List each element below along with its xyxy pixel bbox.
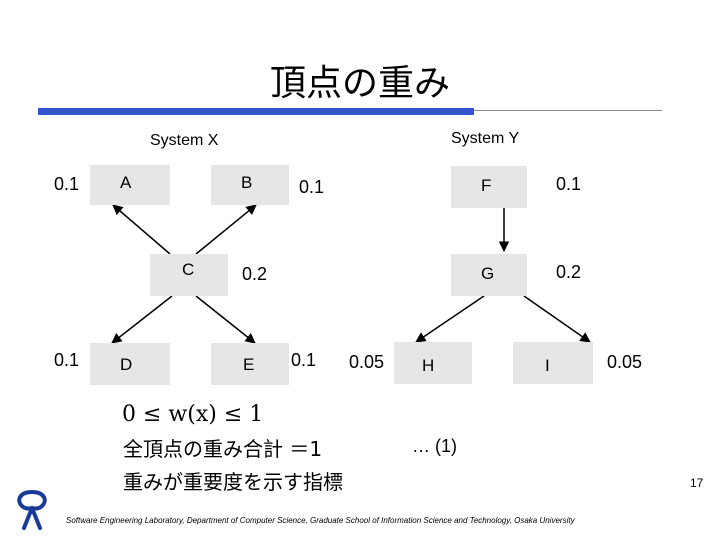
- page-title: 頂点の重み: [269, 63, 450, 104]
- title-underline-thin: [474, 110, 662, 111]
- edge-g-h: [415, 295, 485, 343]
- weight-e: 0.1: [291, 350, 317, 370]
- page-number: 17: [690, 476, 704, 490]
- edge-g-i: [523, 295, 591, 343]
- weight-a: 0.1: [54, 174, 80, 194]
- node-a: A: [90, 165, 170, 205]
- node-f: F: [451, 166, 527, 208]
- system-x-label: System X: [150, 132, 219, 149]
- node-c: C: [150, 254, 228, 296]
- footer-affiliation: Software Engineering Laboratory, Departm…: [66, 516, 575, 525]
- weight-i: 0.05: [607, 352, 643, 372]
- node-e-label: E: [243, 355, 255, 374]
- formula-text: 0 ≤ w(x) ≤ 1: [122, 402, 263, 427]
- node-a-label: A: [120, 173, 132, 192]
- weight-g: 0.2: [556, 262, 582, 282]
- node-h: H: [394, 342, 472, 384]
- node-h-label: H: [422, 356, 435, 375]
- node-g: G: [451, 254, 527, 296]
- edge-c-b: [195, 204, 257, 255]
- node-g-label: G: [481, 264, 495, 283]
- edge-c-a: [112, 204, 171, 255]
- node-c-label: C: [182, 260, 195, 279]
- weight-range-formula: 0 ≤ w(x) ≤ 1: [122, 402, 263, 427]
- node-e: E: [211, 343, 289, 385]
- node-f-label: F: [481, 176, 492, 195]
- weight-c: 0.2: [242, 264, 268, 284]
- node-d: D: [90, 343, 170, 385]
- weight-f: 0.1: [556, 174, 582, 194]
- node-i: I: [513, 342, 593, 384]
- system-y-label: System Y: [451, 130, 520, 147]
- node-i-label: I: [545, 356, 550, 375]
- note-importance: 重みが重要度を示す指標: [123, 470, 343, 494]
- university-logo-icon: [17, 489, 47, 530]
- edge-c-e: [195, 295, 256, 344]
- weight-b: 0.1: [299, 177, 325, 197]
- note-total-weight: 全頂点の重み合計 ＝1: [123, 437, 323, 461]
- weight-h: 0.05: [349, 352, 385, 372]
- title-underline: [38, 108, 474, 115]
- equation-number: … (1): [412, 436, 457, 456]
- edge-c-d: [111, 295, 173, 344]
- weight-d: 0.1: [54, 350, 80, 370]
- node-d-label: D: [120, 355, 133, 374]
- node-b: B: [211, 165, 289, 205]
- node-b-label: B: [241, 173, 253, 192]
